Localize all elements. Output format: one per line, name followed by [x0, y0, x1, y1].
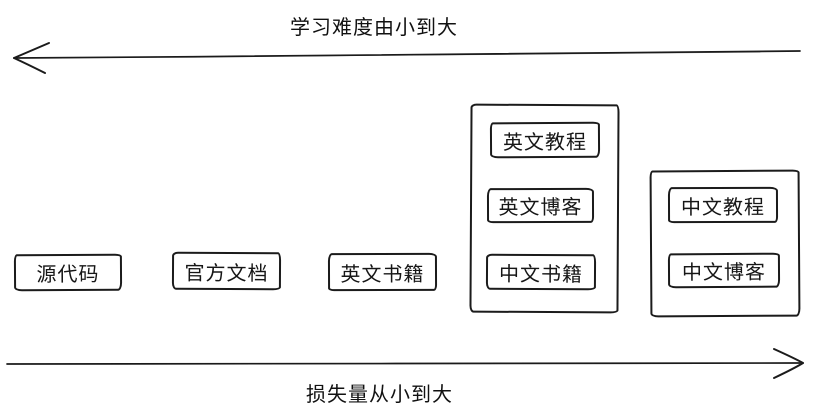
node-chinese-blogs: 中文博客 [667, 252, 781, 289]
node-chinese-books-label: 中文书籍 [498, 261, 584, 286]
difficulty-axis-label: 学习难度由小到大 [290, 15, 458, 39]
node-source-code: 源代码 [13, 253, 123, 292]
node-chinese-tutorials-label: 中文教程 [680, 194, 766, 219]
node-chinese-tutorials: 中文教程 [667, 186, 779, 224]
node-source-code-label: 源代码 [36, 261, 100, 287]
loss-arrow-right [6, 348, 804, 379]
difficulty-arrow-left [13, 42, 801, 74]
node-chinese-books: 中文书籍 [485, 253, 597, 291]
node-english-tutorials: 英文教程 [489, 121, 601, 159]
node-chinese-blogs-label: 中文博客 [681, 259, 767, 285]
node-english-blogs-label: 英文博客 [498, 194, 583, 220]
node-official-docs: 官方文档 [171, 251, 282, 291]
node-english-books: 英文书籍 [327, 252, 438, 292]
node-english-tutorials-label: 英文教程 [502, 129, 588, 154]
node-english-blogs: 英文博客 [486, 187, 595, 224]
node-english-books-label: 英文书籍 [340, 261, 425, 286]
node-official-docs-label: 官方文档 [184, 260, 269, 285]
loss-axis-label: 损失量从小到大 [306, 382, 453, 406]
